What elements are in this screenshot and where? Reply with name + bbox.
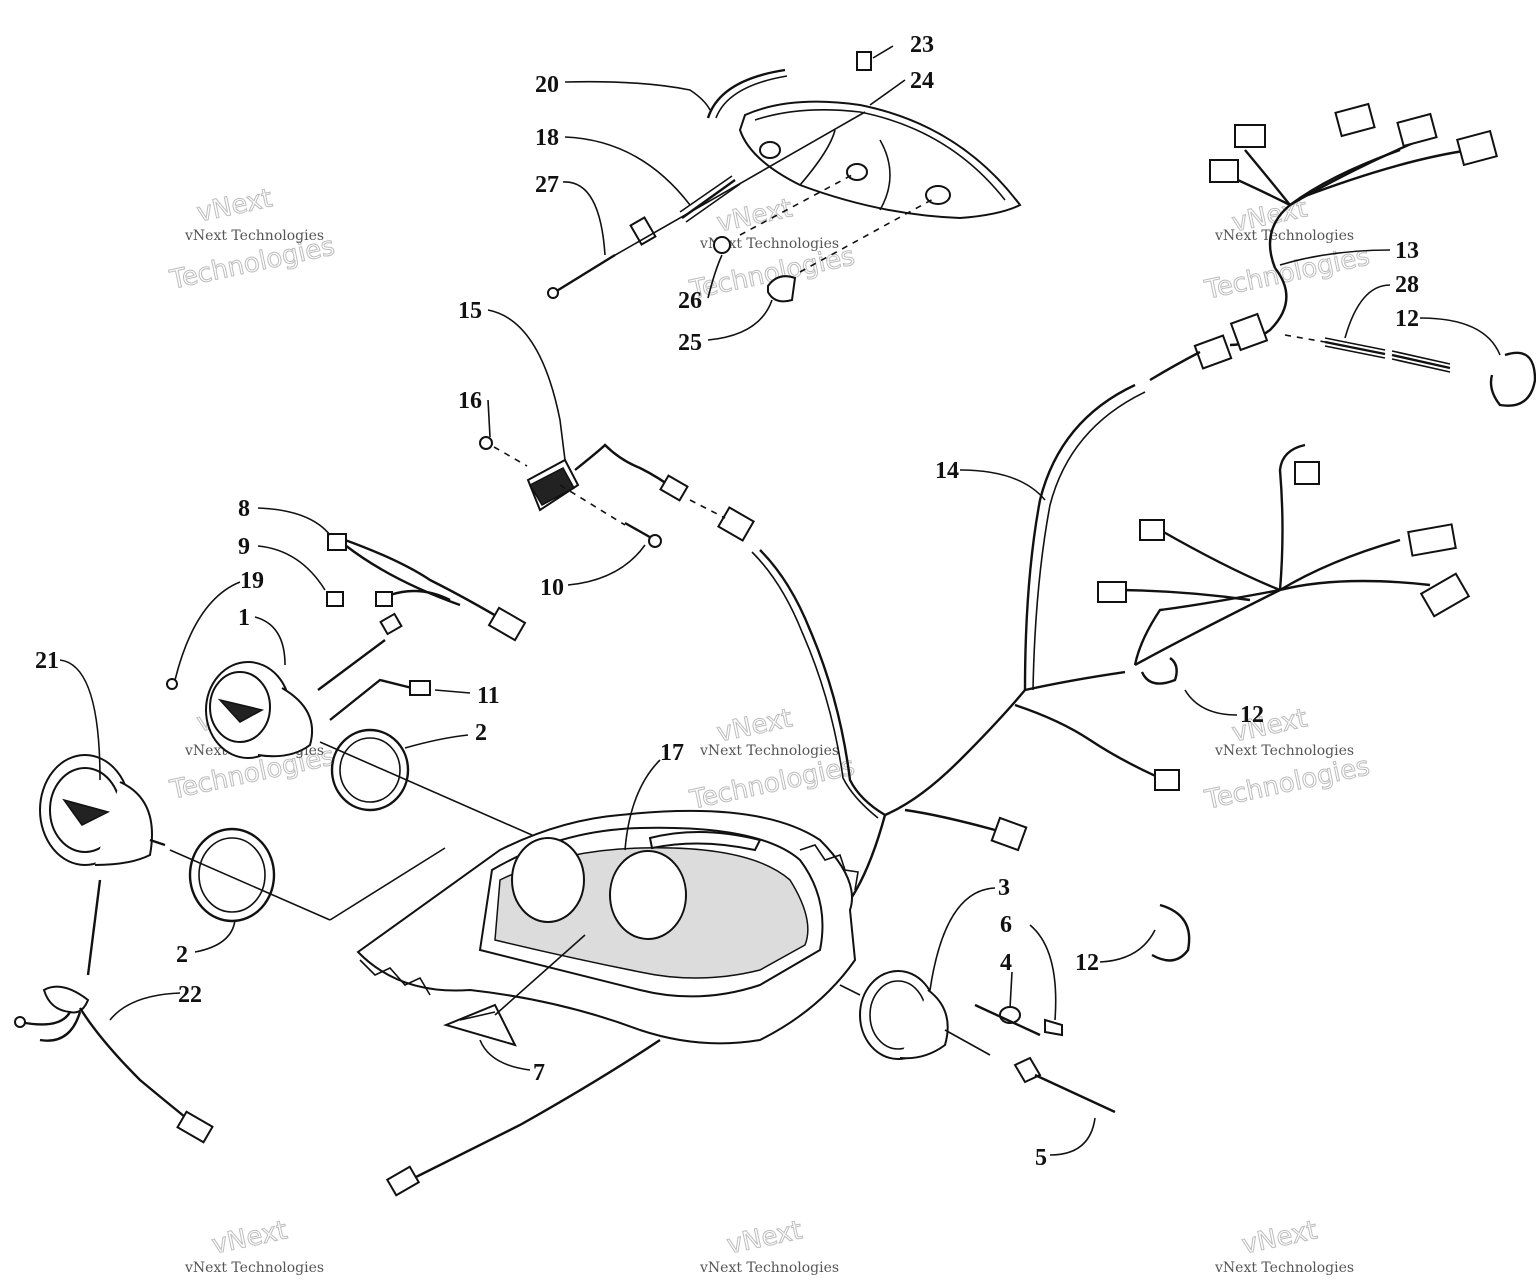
callout-1: 1: [238, 605, 250, 631]
upper-harness: [1193, 102, 1499, 370]
watermark-text: vNext Technologies: [184, 1260, 324, 1276]
callout-9: 9: [238, 534, 250, 560]
watermark-vnext: vNext: [194, 183, 275, 228]
callout-14: 14: [935, 458, 959, 484]
watermark-vnext: vNext: [1239, 1215, 1320, 1260]
band-clamp-12: [1489, 351, 1536, 407]
callout-22: 22: [178, 982, 202, 1008]
callout-12: 12: [1075, 950, 1099, 976]
band-clamp-12: [1151, 903, 1191, 962]
callout-8: 8: [238, 496, 250, 522]
indicator-harness-22: [14, 985, 214, 1144]
callout-12: 12: [1240, 702, 1264, 728]
callout-23: 23: [910, 32, 934, 58]
watermark-technologies: Technologies: [1202, 751, 1373, 815]
watermark-vnext: vNext: [714, 193, 795, 238]
resistor-15: [479, 436, 726, 548]
callout-28: 28: [1395, 272, 1419, 298]
callout-10: 10: [540, 575, 564, 601]
callout-7: 7: [533, 1060, 545, 1086]
dash-pod-17: [356, 809, 859, 1045]
watermark-text: vNext Technologies: [699, 1260, 839, 1276]
callout-11: 11: [477, 683, 500, 709]
tachometer-1: [166, 661, 314, 759]
callout-25: 25: [678, 330, 702, 356]
callout-20: 20: [535, 72, 559, 98]
callout-labels: 23 24 20 18 27 26 25 13 28 12 15 16 10 1…: [35, 32, 1419, 1171]
callout-6: 6: [1000, 912, 1012, 938]
right-sub-harness: [1097, 443, 1471, 685]
callout-3: 3: [998, 875, 1010, 901]
headlight-assembly: [547, 51, 1022, 303]
watermark-text: vNext Technologies: [1214, 1260, 1354, 1276]
springs-28: [1284, 334, 1451, 373]
watermark: vNext Technologies vNext Technologies vN…: [166, 183, 1373, 1276]
callout-5: 5: [1035, 1145, 1047, 1171]
lower-wire: [385, 1039, 661, 1197]
callout-15: 15: [458, 298, 482, 324]
bezel-ring-2: [188, 827, 276, 923]
watermark-vnext: vNext: [724, 1215, 805, 1260]
watermark-vnext: vNext: [714, 703, 795, 748]
leader-lines: [59, 45, 1501, 1156]
watermark-text: vNext Technologies: [699, 743, 839, 759]
watermark-text: vNext Technologies: [184, 228, 324, 244]
watermark-vnext: vNext: [209, 1215, 290, 1260]
speedometer-21: [39, 754, 166, 976]
decal-7: [442, 934, 586, 1047]
callout-16: 16: [458, 388, 482, 414]
watermark-text: vNext Technologies: [699, 236, 839, 252]
callout-4: 4: [1000, 950, 1012, 976]
callout-13: 13: [1395, 238, 1419, 264]
callout-17: 17: [660, 740, 684, 766]
callout-21: 21: [35, 648, 59, 674]
watermark-text: vNext Technologies: [1214, 743, 1354, 759]
callout-19: 19: [240, 568, 264, 594]
watermark-technologies: Technologies: [687, 751, 858, 815]
callout-12: 12: [1395, 306, 1419, 332]
watermark-text: vNext Technologies: [1214, 228, 1354, 244]
callout-26: 26: [678, 288, 702, 314]
callout-2: 2: [176, 942, 188, 968]
callout-18: 18: [535, 125, 559, 151]
bezel-ring-2: [330, 728, 410, 812]
gauge-wires: [317, 533, 527, 721]
callout-27: 27: [535, 172, 559, 198]
temp-gauge-3: [839, 970, 1063, 1060]
main-harness: [717, 350, 1201, 901]
callout-2: 2: [475, 720, 487, 746]
callout-24: 24: [910, 68, 934, 94]
temp-sender-5: [1013, 1056, 1116, 1114]
